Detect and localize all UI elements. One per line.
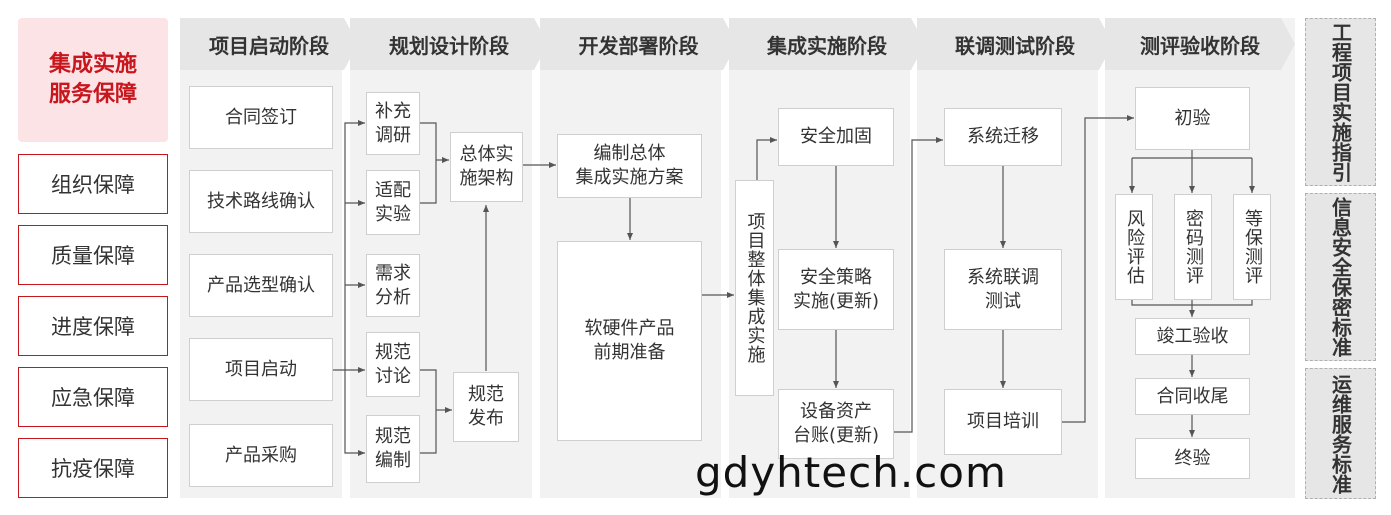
project-training-box: 项目培训 <box>944 389 1062 455</box>
service-guarantee-title: 集成实施 服务保障 <box>18 18 168 142</box>
engineering-guideline-panel: 工程项目实施指引 <box>1305 18 1376 186</box>
product-procurement-box: 产品采购 <box>189 424 333 487</box>
stage-header-planning: 规划设计阶段 <box>350 18 548 70</box>
stage-header-acceptance: 测评验收阶段 <box>1105 18 1295 70</box>
guarantee-epidemic: 抗疫保障 <box>18 438 168 498</box>
spec-compilation-box: 规范 编制 <box>366 415 420 483</box>
completion-acceptance-box: 竣工验收 <box>1135 318 1250 355</box>
risk-assessment-box: 风险评估 <box>1115 194 1153 300</box>
joint-testing-box: 系统联调 测试 <box>944 249 1062 330</box>
system-migration-box: 系统迁移 <box>944 108 1062 166</box>
final-acceptance-box: 终验 <box>1135 438 1250 479</box>
guarantee-emergency: 应急保障 <box>18 367 168 427</box>
contract-signing-box: 合同签订 <box>189 86 333 149</box>
guarantee-organization: 组织保障 <box>18 154 168 214</box>
integration-plan-box: 编制总体 集成实施方案 <box>557 134 702 198</box>
stage-header-development: 开发部署阶段 <box>540 18 737 70</box>
stage-header-integration: 集成实施阶段 <box>729 18 925 70</box>
ops-standard-panel: 运维服务标准 <box>1305 368 1376 499</box>
overall-architecture-box: 总体实 施架构 <box>450 132 523 202</box>
spec-discussion-box: 规范 讨论 <box>366 332 420 397</box>
guarantee-quality: 质量保障 <box>18 225 168 285</box>
watermark-text: gdyhtech.com <box>695 448 1007 497</box>
overall-integration-box: 项目整体集成实施 <box>735 180 774 396</box>
spec-release-box: 规范 发布 <box>453 372 519 442</box>
guarantee-schedule: 进度保障 <box>18 296 168 356</box>
product-preparation-box: 软硬件产品 前期准备 <box>557 241 702 441</box>
tech-route-confirm-box: 技术路线确认 <box>189 170 333 233</box>
crypto-evaluation-box: 密码测评 <box>1174 194 1212 300</box>
level-protection-box: 等保测评 <box>1233 194 1271 300</box>
project-kickoff-box: 项目启动 <box>189 338 333 401</box>
supplementary-research-box: 补充 调研 <box>366 92 420 155</box>
adaptation-experiment-box: 适配 实验 <box>366 170 420 235</box>
requirement-analysis-box: 需求 分析 <box>366 254 420 317</box>
security-standard-panel: 信息安全保密标准 <box>1305 193 1376 361</box>
stage-header-initiation: 项目启动阶段 <box>180 18 358 70</box>
contract-closure-box: 合同收尾 <box>1135 378 1250 415</box>
security-policy-box: 安全策略 实施(更新) <box>778 249 894 330</box>
security-hardening-box: 安全加固 <box>778 108 894 166</box>
asset-ledger-box: 设备资产 台账(更新) <box>778 389 894 459</box>
product-selection-box: 产品选型确认 <box>189 254 333 317</box>
stage-header-joint-testing: 联调测试阶段 <box>917 18 1113 70</box>
initial-acceptance-box: 初验 <box>1135 87 1250 150</box>
